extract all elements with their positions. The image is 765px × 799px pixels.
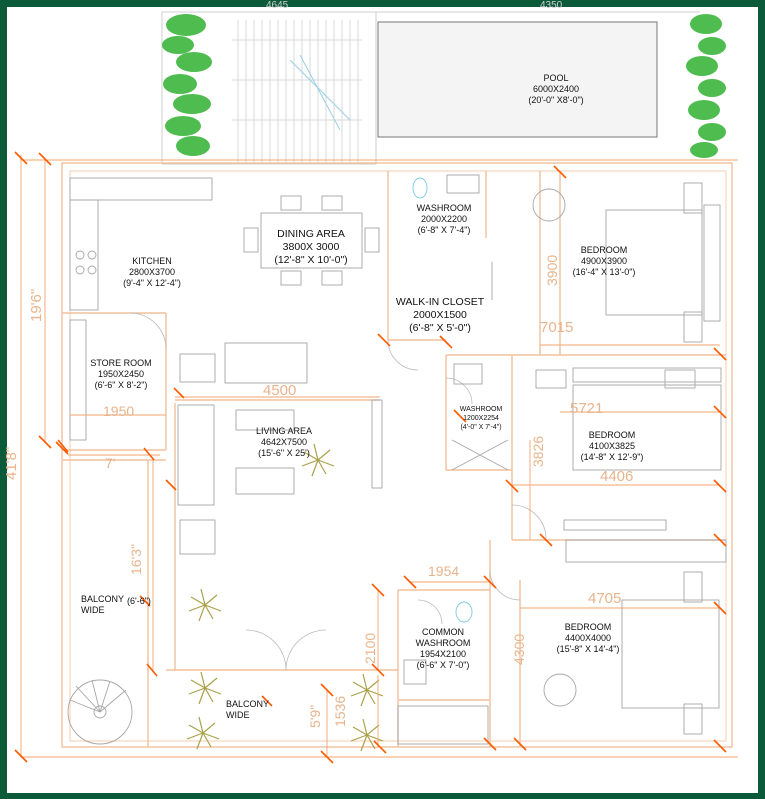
pool-label: POOL 6000X2400 (20'-0" X8'-0") xyxy=(528,73,583,106)
common-washroom-label: COMMON WASHROOM 1954X2100 (6'-6" X 7'-0"… xyxy=(416,627,471,671)
washroom-2-imperial: (4'-0" X 7'-4") xyxy=(460,424,502,431)
washroom-1-label: WASHROOM 2000X2200 (6'-8" X 7'-4") xyxy=(417,203,472,236)
dimension-5721: 5721 xyxy=(570,400,604,417)
living-area-label: LIVING AREA 4642X7500 (15'-6" X 25') xyxy=(256,426,312,459)
common-washroom-name-2: WASHROOM xyxy=(415,638,471,648)
store-name: STORE ROOM xyxy=(90,358,152,368)
balcony-left-name: BALCONY xyxy=(81,594,125,604)
garden-trees xyxy=(162,14,726,158)
closet-imperial: (6'-8" X 5'-0") xyxy=(409,322,471,334)
dining-size: 3800X 3000 xyxy=(282,241,340,253)
balcony-left-imperial: (6'-6") xyxy=(127,596,151,606)
dining-imperial: (12'-8" X 10'-0") xyxy=(274,254,348,266)
bedroom-2-imperial: (14'-8" X 12'-9") xyxy=(580,452,644,462)
bedroom-3-imperial: (15'-8" X 14'-4") xyxy=(556,644,620,654)
dimension-19ft: 19'6" xyxy=(28,288,45,322)
bedroom-1-label: BEDROOM 4900X3900 (16'-4" X 13'-0") xyxy=(573,245,636,278)
dimension-top-left: 4645 xyxy=(266,0,289,11)
washroom-1-name: WASHROOM xyxy=(416,203,472,213)
dining-name: DINING AREA xyxy=(277,228,345,240)
garden-zone xyxy=(161,11,700,165)
pool-imperial: (20'-0" X8'-0") xyxy=(528,95,584,105)
dimension-7ft: 7' xyxy=(105,455,116,471)
walls xyxy=(61,162,733,748)
common-washroom-name: COMMON xyxy=(421,627,464,637)
bedroom-3-name: BEDROOM xyxy=(564,622,612,632)
bedroom-1-size: 4900X3900 xyxy=(580,256,628,266)
balcony-bottom-width: WIDE xyxy=(226,710,250,720)
dimension-4500: 4500 xyxy=(263,382,297,399)
dimension-2100: 2100 xyxy=(362,632,378,664)
store-size: 1950X2450 xyxy=(97,369,145,379)
bedroom-3-label: BEDROOM 4400X4000 (15'-8" X 14'-4") xyxy=(557,622,620,655)
living-size: 4642X7500 xyxy=(260,437,308,447)
dimension-5ft: 5'9" xyxy=(307,704,323,728)
washroom-2-size: 1200X2254 xyxy=(463,415,499,422)
balcony-bottom-label: BALCONY WIDE xyxy=(226,699,269,721)
common-washroom-size: 1954X2100 xyxy=(419,649,467,659)
bedroom-1-imperial: (16'-4" X 13'-0") xyxy=(572,267,636,277)
bedroom-2-label: BEDROOM 4100X3825 (14'-8" X 12'-9") xyxy=(581,430,644,463)
furniture xyxy=(67,174,727,745)
walk-in-closet-label: WALK-IN CLOSET 2000X1500 (6'-8" X 5'-0") xyxy=(396,296,484,335)
kitchen-imperial: (9'-4" X 12'-4") xyxy=(123,278,181,288)
kitchen-name: KITCHEN xyxy=(132,256,172,266)
balcony-left-width: WIDE xyxy=(81,605,105,615)
dimension-lines xyxy=(20,155,738,758)
dimension-1536: 1536 xyxy=(332,695,348,727)
dimension-4705: 4705 xyxy=(588,590,622,607)
paper-sheet xyxy=(7,7,758,793)
bedroom-1-name: BEDROOM xyxy=(580,245,628,255)
closet-size: 2000X1500 xyxy=(413,309,467,321)
dimension-4300: 4300 xyxy=(511,633,527,665)
kitchen-label: KITCHEN 2800X3700 (9'-4" X 12'-4") xyxy=(123,256,181,289)
washroom-2-name: WASHROOM xyxy=(459,406,503,413)
dining-area-label: DINING AREA 3800X 3000 (12'-8" X 10'-0") xyxy=(274,228,347,267)
dimension-1954: 1954 xyxy=(428,563,460,579)
living-imperial: (15'-6" X 25') xyxy=(258,448,310,458)
plant-icons xyxy=(186,443,384,752)
bedroom-3-size: 4400X4000 xyxy=(564,633,612,643)
store-room-label: STORE ROOM 1950X2450 (6'-6" X 8'-2") xyxy=(90,358,151,391)
balcony-bottom-name: BALCONY xyxy=(226,699,270,709)
washroom-1-imperial: (6'-8" X 7'-4") xyxy=(417,225,471,235)
dimension-3826: 3826 xyxy=(530,435,546,467)
store-imperial: (6'-6" X 8'-2") xyxy=(94,380,148,390)
balcony-left-label: BALCONY WIDE xyxy=(81,594,124,616)
kitchen-size: 2800X3700 xyxy=(128,267,176,277)
dimension-4406: 4406 xyxy=(600,468,634,485)
living-name: LIVING AREA xyxy=(255,426,313,436)
common-washroom-imperial: (6'-6" X 7'-0") xyxy=(416,660,470,670)
dimension-3900: 3900 xyxy=(544,254,560,286)
pool-size: 6000X2400 xyxy=(532,84,580,94)
bedroom-2-name: BEDROOM xyxy=(588,430,636,440)
dimension-7015: 7015 xyxy=(540,319,574,336)
pool-basin xyxy=(377,21,658,138)
door-swings xyxy=(129,312,547,671)
washroom-1-size: 2000X2200 xyxy=(420,214,468,224)
closet-name: WALK-IN CLOSET xyxy=(395,296,485,308)
dimension-41ft: 41'8" xyxy=(3,446,20,480)
dimension-1950: 1950 xyxy=(103,403,135,419)
bedroom-2-size: 4100X3825 xyxy=(588,441,636,451)
dimension-16ft: 16'3" xyxy=(128,543,144,575)
washroom-2-label: WASHROOM 1200X2254 (4'-0" X 7'-4") xyxy=(460,405,503,432)
dimension-top-right: 4350 xyxy=(540,0,563,11)
pool-name: POOL xyxy=(543,73,569,83)
dimension-ticks xyxy=(14,151,727,764)
